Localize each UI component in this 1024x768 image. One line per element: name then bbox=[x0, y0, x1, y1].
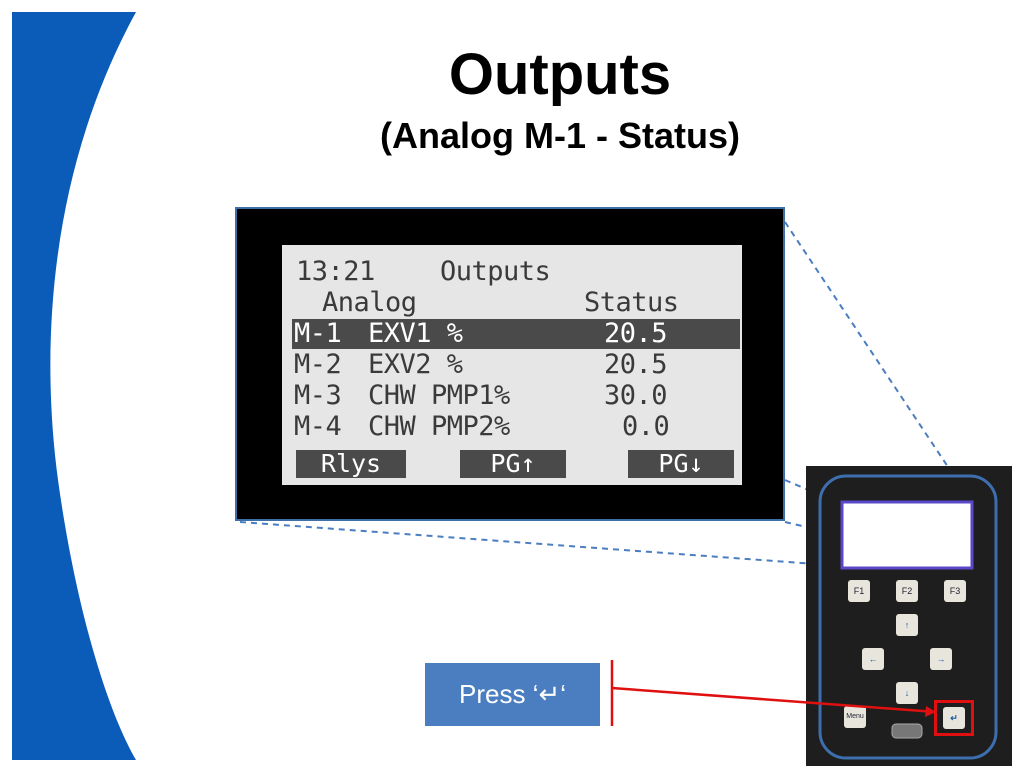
controller-keypad: F1 F2 F3 ↑ ← → ↓ Menu ↵ bbox=[806, 466, 1012, 766]
lcd-screen-name: Outputs bbox=[440, 256, 551, 287]
arrow-up-icon: ↑ bbox=[904, 620, 910, 630]
left-key[interactable]: ← bbox=[862, 648, 884, 670]
lcd-header-line: 13:21 Outputs bbox=[282, 257, 742, 287]
lcd-row-value: 0.0 bbox=[622, 411, 670, 442]
lcd-row-value: 20.5 bbox=[604, 318, 668, 349]
lcd-row-name: CHW PMP2% bbox=[368, 411, 510, 442]
lcd-col-analog: Analog bbox=[322, 287, 417, 318]
lcd-row-value: 30.0 bbox=[604, 380, 668, 411]
lcd-row-selected[interactable]: M-1 EXV1 % 20.5 bbox=[282, 319, 742, 349]
f3-key[interactable]: F3 bbox=[944, 580, 966, 602]
lcd-row-id: M-4 bbox=[294, 411, 342, 442]
lcd-row-id: M-2 bbox=[294, 349, 342, 380]
down-key[interactable]: ↓ bbox=[896, 682, 918, 704]
menu-key[interactable]: Menu bbox=[844, 706, 866, 728]
lcd-row-name: EXV1 % bbox=[368, 318, 463, 349]
slide-title: Outputs bbox=[448, 42, 672, 107]
lcd-row-name: CHW PMP1% bbox=[368, 380, 510, 411]
arrow-right-icon: → bbox=[936, 654, 946, 664]
lcd-row[interactable]: M-4 CHW PMP2% 0.0 bbox=[282, 412, 742, 442]
serial-port-icon bbox=[891, 723, 923, 739]
softkey-page-down[interactable]: PG↓ bbox=[628, 450, 734, 478]
lcd-row-id: M-3 bbox=[294, 380, 342, 411]
enter-icon: ↵ bbox=[950, 713, 958, 723]
softkey-page-up[interactable]: PG↑ bbox=[460, 450, 566, 478]
f1-key[interactable]: F1 bbox=[848, 580, 870, 602]
press-enter-callout: Press ‘↵‘ bbox=[425, 663, 600, 726]
lcd-row-name: EXV2 % bbox=[368, 349, 463, 380]
slide-subtitle: (Analog M-1 - Status) bbox=[380, 115, 740, 156]
enter-key-highlight bbox=[934, 700, 974, 736]
f2-key[interactable]: F2 bbox=[896, 580, 918, 602]
lcd-column-headers: Analog Status bbox=[282, 288, 742, 318]
lcd-screen: 13:21 Outputs Analog Status M-1 EXV1 % 2… bbox=[282, 245, 742, 485]
arrow-left-icon: ← bbox=[868, 654, 878, 664]
enter-key[interactable]: ↵ bbox=[943, 707, 965, 729]
arrow-down-icon: ↓ bbox=[904, 688, 910, 698]
lcd-row-value: 20.5 bbox=[604, 349, 668, 380]
keypad-outline bbox=[818, 474, 998, 760]
lcd-row[interactable]: M-2 EXV2 % 20.5 bbox=[282, 350, 742, 380]
softkey-relays[interactable]: Rlys bbox=[296, 450, 406, 478]
lcd-row-id: M-1 bbox=[294, 318, 342, 349]
lcd-row[interactable]: M-3 CHW PMP1% 30.0 bbox=[282, 381, 742, 411]
up-key[interactable]: ↑ bbox=[896, 614, 918, 636]
lcd-time: 13:21 bbox=[296, 256, 375, 287]
lcd-col-status: Status bbox=[584, 287, 679, 318]
right-key[interactable]: → bbox=[930, 648, 952, 670]
